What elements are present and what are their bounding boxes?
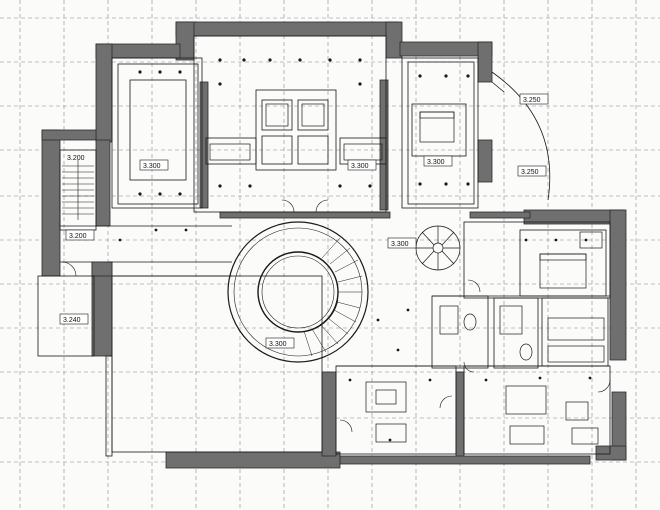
- level-mark-boxes: [59, 93, 549, 349]
- level-mark: 3.250: [521, 169, 539, 176]
- level-mark: 3.200: [69, 233, 87, 240]
- ceiling-fixtures: [118, 58, 592, 442]
- door-swings: [61, 199, 611, 433]
- exterior-walls: [41, 21, 627, 469]
- level-mark: 3.300: [391, 241, 409, 248]
- level-mark: 3.300: [351, 163, 369, 170]
- furniture-fixtures: [209, 103, 605, 445]
- level-mark: 3.240: [63, 317, 81, 324]
- level-mark: 3.300: [143, 163, 161, 170]
- spiral-stair: [415, 225, 461, 271]
- west-staircase: [62, 160, 94, 220]
- level-mark: 3.300: [269, 341, 287, 348]
- stair-label: 3.200: [67, 155, 85, 162]
- rotunda-stair: [227, 221, 369, 363]
- level-mark: 3.300: [427, 159, 445, 166]
- interior-linework: [37, 35, 611, 457]
- level-mark-labels: 3.200 3.240 3.300 3.300 3.250 3.250 3.30…: [63, 97, 541, 348]
- level-mark: 3.250: [523, 97, 541, 104]
